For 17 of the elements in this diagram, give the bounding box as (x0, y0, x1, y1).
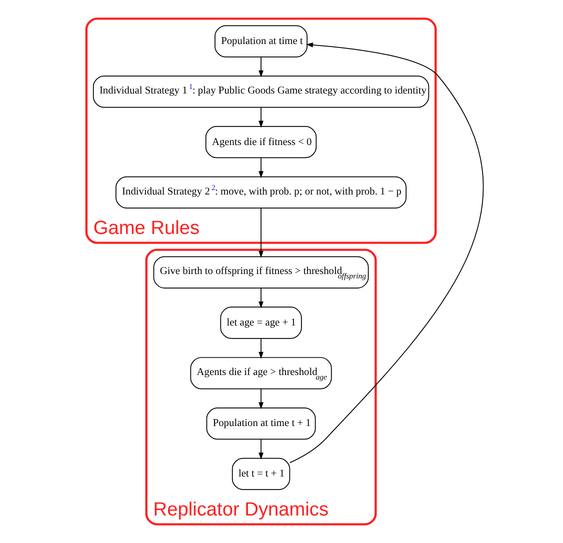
node-box: let t = t + 1 (232, 458, 290, 490)
node-box: Population at time t (214, 25, 308, 58)
arrow (258, 388, 264, 410)
arrow (258, 288, 264, 308)
arrow (258, 208, 264, 258)
arrow (258, 106, 264, 128)
arrow (258, 338, 264, 359)
node-box: Agents die if age > threshold$_{age}$ (190, 357, 332, 390)
arrow (258, 56, 264, 78)
arrow (258, 438, 264, 460)
node-box: Individual Strategy 2 $^{2}$: move, with prob. p; or not, with prob. 1 − p (116, 176, 407, 209)
arrow (290, 42, 484, 464)
node-box: Agents die if fitness < 0 (205, 126, 317, 158)
arrow (258, 157, 264, 178)
node-box: Individual Strategy 1 $^{1}$: play Public Goods Game strategy according to identity (92, 76, 430, 108)
node-box: let age = age + 1 (220, 306, 302, 339)
node-box: Population at time t + 1 (206, 407, 316, 440)
